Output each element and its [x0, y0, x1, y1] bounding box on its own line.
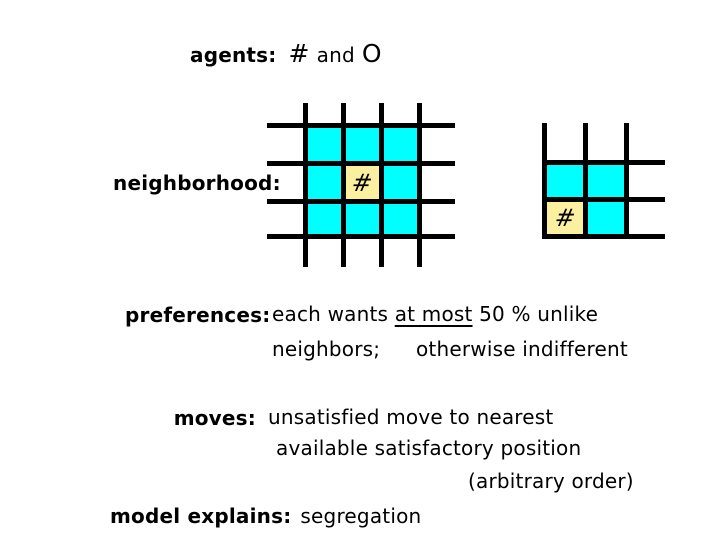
neighbor-cell [547, 165, 583, 197]
grid-line-horizontal [542, 234, 665, 239]
agents-and-word: and [316, 43, 355, 67]
neighbor-cell [346, 128, 379, 161]
neighbor-cell [308, 204, 341, 234]
preferences-line1-pre: each wants [272, 302, 389, 326]
grid-line-vertical [417, 103, 422, 267]
grid-line-vertical [583, 123, 588, 239]
neighborhood-label: neighborhood: [113, 171, 281, 195]
moves-line2: available satisfactory position [276, 436, 582, 460]
model-explains-row: model explains: segregation [110, 504, 421, 528]
preferences-line1-post: 50 % unlike [479, 302, 599, 326]
preferences-label: preferences: [125, 303, 271, 327]
agent-cell: # [346, 166, 379, 199]
grid-line-horizontal [267, 123, 455, 128]
preferences-line2-left: neighbors; [272, 337, 381, 361]
grid-line-vertical [379, 103, 384, 267]
grid-line-horizontal [267, 161, 455, 166]
grid-line-vertical [542, 123, 547, 239]
moves-label: moves: [173, 406, 256, 430]
agent-symbol: # [552, 204, 578, 232]
agent-symbol-hash: # [288, 39, 310, 68]
model-explains-label: model explains: [110, 504, 292, 528]
agent-symbol-o: O [361, 39, 382, 68]
neighbor-cell [384, 166, 417, 199]
grid-line-horizontal [267, 199, 455, 204]
preferences-line1: each wants at most 50 % unlike [272, 302, 598, 326]
neighbor-cell [308, 128, 341, 161]
neighbor-cell [384, 204, 417, 234]
grid-line-vertical [303, 103, 308, 267]
neighbor-cell [346, 204, 379, 234]
grid-line-horizontal [267, 234, 455, 239]
grid-line-vertical [341, 103, 346, 267]
neighbor-cell [588, 165, 624, 197]
agent-cell: # [547, 202, 583, 234]
preferences-line1-underlined: at most [394, 302, 473, 326]
moves-line1: unsatisfied move to nearest [268, 405, 554, 429]
agents-label: agents: [190, 43, 277, 67]
neighborhood-grid-center: # [267, 103, 455, 267]
grid-line-horizontal [542, 197, 665, 202]
grid-line-horizontal [542, 160, 665, 165]
agent-symbol: # [349, 168, 376, 197]
preferences-line2-right: otherwise indifferent [416, 337, 628, 361]
neighbor-cell [588, 202, 624, 234]
neighborhood-grid-corner: # [542, 123, 665, 239]
grid-line-vertical [624, 123, 629, 239]
moves-line3: (arbitrary order) [468, 469, 634, 493]
neighbor-cell [308, 166, 341, 199]
neighbor-cell [384, 128, 417, 161]
model-explains-value: segregation [300, 504, 422, 528]
